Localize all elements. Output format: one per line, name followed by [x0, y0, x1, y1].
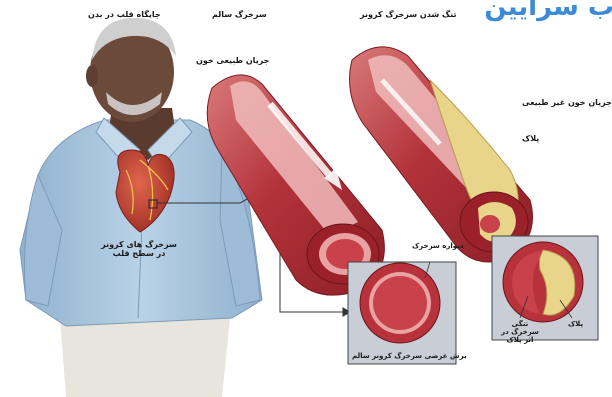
corner-title: ب سرایین — [484, 0, 612, 22]
healthy-artery-label: سرخرگ سالم — [212, 10, 267, 19]
narrowed-by-plaque-label: تنگی سرخرگ در اثر پلاک — [498, 320, 542, 344]
normal-blood-flow-label: جریان طبیعی خون — [196, 56, 269, 65]
plaque-cross-label: پلاک — [568, 320, 583, 328]
man-figure — [20, 18, 262, 397]
plaque-label: پلاک — [522, 134, 539, 143]
artery-wall-label: دیواره سرخرک — [412, 242, 463, 250]
coronary-arteries-label: سرخرگ های کرونر در سطح قلب — [98, 240, 180, 258]
abnormal-blood-flow-label: جریان خون غیر طبیعی — [522, 98, 612, 107]
healthy-cross-section-inset — [348, 262, 456, 364]
healthy-cross-section-label: برش عرضی سرخرگ کرونر سالم — [352, 352, 467, 360]
narrowed-artery-label: تنگ شدن سرخرگ کرونر — [360, 10, 457, 19]
body-location-label: جایگاه قلب در بدن — [88, 10, 161, 19]
